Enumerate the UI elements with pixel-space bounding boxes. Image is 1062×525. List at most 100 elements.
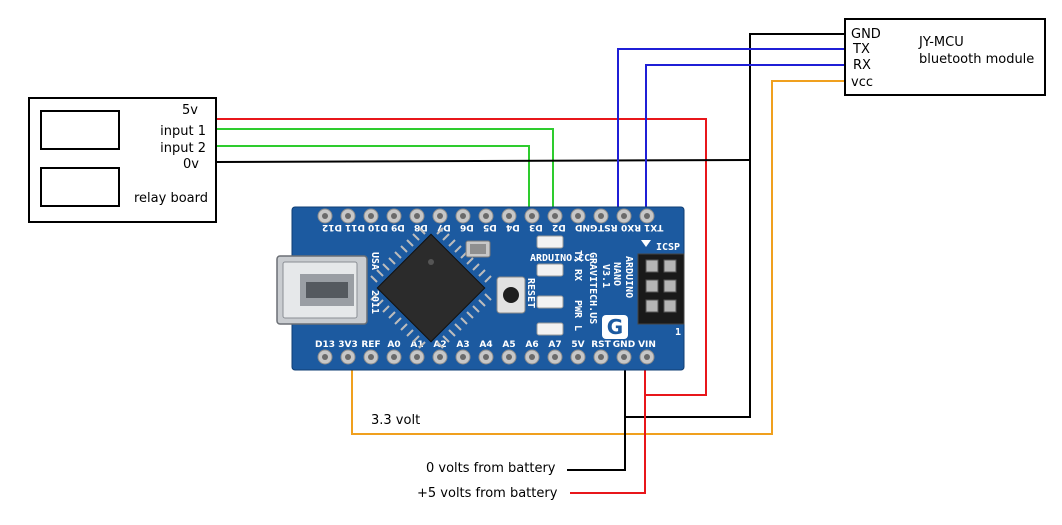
header-pad-top <box>524 208 540 224</box>
pin-label-top: RST <box>597 222 617 232</box>
pin-label-bottom: A7 <box>548 340 561 350</box>
silkscreen-site: ARDUINO.CC <box>530 253 590 264</box>
pin-label-bottom: 3V3 <box>338 340 358 350</box>
relay-1-box <box>40 110 120 150</box>
silkscreen-model-line1: ARDUINO <box>623 256 634 298</box>
header-pad-bottom <box>317 349 333 365</box>
led-tx <box>536 235 564 249</box>
wire-input2-green <box>216 145 530 216</box>
pin-label-bottom: RST <box>591 340 611 350</box>
icsp-pin <box>645 259 659 273</box>
pin-label-bottom: A5 <box>502 340 515 350</box>
svg-text:G: G <box>607 315 623 339</box>
wire-vcc-orange <box>351 80 845 435</box>
pin-label-top: D3 <box>529 222 543 232</box>
header-pad-bottom <box>616 349 632 365</box>
wire-battery-5v-red <box>570 395 646 494</box>
relay-board-name: relay board <box>134 191 208 206</box>
wire-0v-black <box>215 159 751 163</box>
header-pad-bottom <box>432 349 448 365</box>
relay-pin-0v-label: 0v <box>183 157 199 172</box>
wires <box>215 33 845 494</box>
wire-battery-0v-black <box>567 404 626 471</box>
gravitech-logo: G <box>602 315 628 339</box>
pin-label-top: D7 <box>437 222 451 232</box>
bt-pin-rx-label: RX <box>853 58 871 73</box>
icsp-pin <box>645 279 659 293</box>
pin-arrow-icon <box>641 240 651 247</box>
header-pad-top <box>317 208 333 224</box>
pin-label-top: D2 <box>552 222 566 232</box>
header-pad-bottom <box>570 349 586 365</box>
bottom-header-pads <box>317 349 655 365</box>
icsp-pin <box>663 279 677 293</box>
pin-label-bottom: VIN <box>638 340 656 350</box>
silkscreen-model-line3: V3.1 <box>600 264 611 288</box>
header-pad-bottom <box>386 349 402 365</box>
header-pad-top <box>432 208 448 224</box>
led-pwr <box>536 295 564 309</box>
pin-label-bottom: GND <box>613 340 635 350</box>
usb-mini-connector <box>276 255 368 325</box>
header-pad-top <box>386 208 402 224</box>
relay-pin-input2-label: input 2 <box>160 141 206 156</box>
silkscreen-model-line2: NANO <box>611 262 622 286</box>
bt-pin-tx-label: TX <box>852 42 870 57</box>
atmega-chip <box>370 227 492 349</box>
label-battery-5v: +5 volts from battery <box>417 486 558 501</box>
header-pad-bottom <box>409 349 425 365</box>
wire-rx-blue <box>645 64 845 216</box>
pin-label-top: D12 <box>322 222 342 232</box>
pin-label-bottom: A4 <box>479 340 492 350</box>
pin-label-top: D4 <box>506 222 520 232</box>
header-pad-top <box>478 208 494 224</box>
icsp-pin <box>645 299 659 313</box>
label-3v3: 3.3 volt <box>371 413 420 428</box>
label-battery-0v: 0 volts from battery <box>426 461 556 476</box>
header-pad-top <box>593 208 609 224</box>
header-pad-bottom <box>547 349 563 365</box>
header-pad-top <box>616 208 632 224</box>
bluetooth-module: GND TX RX vcc JY-MCU bluetooth module <box>844 18 1046 96</box>
bt-module-name-line1: JY-MCU <box>918 35 964 50</box>
header-pad-bottom <box>340 349 356 365</box>
relay-pin-input1-label: input 1 <box>160 124 206 139</box>
silkscreen-reset: RESET <box>525 278 536 308</box>
pin-label-top: D5 <box>483 222 497 232</box>
header-pad-bottom <box>455 349 471 365</box>
relay-pin-5v-label: 5v <box>182 103 198 118</box>
header-pad-top <box>570 208 586 224</box>
silkscreen-made-in: USA <box>369 252 380 270</box>
pin-label-top: D11 <box>345 222 365 232</box>
header-pad-bottom <box>639 349 655 365</box>
header-pad-top <box>547 208 563 224</box>
header-pad-bottom <box>501 349 517 365</box>
icsp-header <box>637 253 685 325</box>
silkscreen-led-tx: TX <box>572 250 583 262</box>
pin-label-top: RX0 <box>621 222 641 232</box>
bt-pin-gnd-label: GND <box>851 27 881 42</box>
pin-label-bottom: REF <box>361 340 380 350</box>
silkscreen-icsp-pin1: 1 <box>675 327 681 338</box>
wire-input1-green <box>216 128 554 216</box>
led-l <box>536 322 564 336</box>
pin-label-bottom: A3 <box>456 340 469 350</box>
icsp-pin <box>663 299 677 313</box>
silkscreen-led-rx: RX <box>572 269 583 281</box>
relay-board: 5v input 1 input 2 0v relay board <box>28 97 217 223</box>
bluetooth-module-outline <box>844 18 1046 96</box>
header-pad-bottom <box>593 349 609 365</box>
silkscreen-led-pwr: PWR <box>572 300 583 319</box>
silkscreen-year: 2011 <box>369 290 380 314</box>
bt-pin-vcc-label: vcc <box>851 75 873 90</box>
pin-label-bottom: A1 <box>410 340 423 350</box>
top-header-pads <box>317 208 655 224</box>
pin-label-top: D10 <box>368 222 388 232</box>
pin-label-top: D8 <box>414 222 428 232</box>
pin-label-bottom: D13 <box>315 340 335 350</box>
pin-label-bottom: A0 <box>387 340 400 350</box>
header-pad-bottom <box>524 349 540 365</box>
header-pad-bottom <box>363 349 379 365</box>
wire-5v-red <box>216 118 707 396</box>
